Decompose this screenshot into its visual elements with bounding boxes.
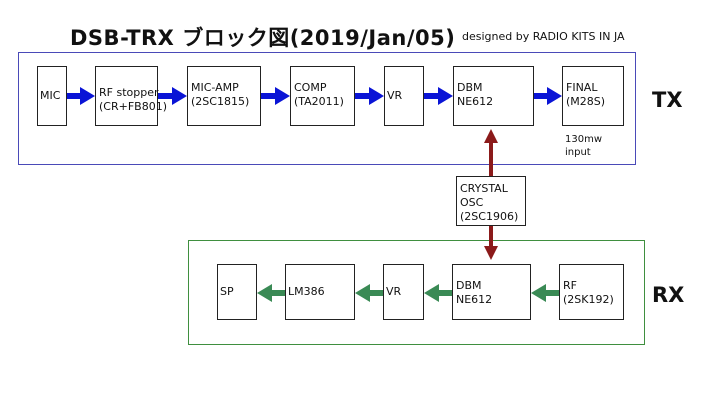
- tx-block-vr: VR: [384, 66, 424, 126]
- rx-block-lm386: LM386: [285, 264, 355, 320]
- osc-arrows: [484, 129, 498, 260]
- tx-arrow: [261, 87, 290, 105]
- block-label: SP: [220, 285, 234, 298]
- osc-to-rx-dbm-arrowhead: [484, 246, 498, 260]
- tx-block-mic: MIC: [37, 66, 67, 126]
- rx-block-rf: RF (2SK192): [559, 264, 624, 320]
- rx-arrow: [424, 284, 452, 302]
- rx-arrows: [257, 284, 559, 302]
- note-line: 130mw: [565, 134, 603, 145]
- tx-block-mic-amp: MIC-AMP (2SC1815): [187, 66, 261, 126]
- rx-label: RX: [652, 283, 685, 307]
- rx-block-vr: VR: [383, 264, 424, 320]
- tx-block-comp: COMP (TA2011): [290, 66, 355, 126]
- block-label: FINAL: [566, 81, 598, 94]
- block-label: MIC: [40, 89, 61, 102]
- osc-to-tx-dbm-arrowhead: [484, 129, 498, 143]
- block-label: VR: [386, 285, 402, 298]
- tx-arrows: [67, 87, 562, 105]
- block-sublabel: NE612: [456, 293, 493, 306]
- block-sublabel: (2SC1815): [191, 95, 250, 108]
- block-label: DBM: [457, 81, 483, 94]
- block-label: COMP: [294, 81, 327, 94]
- block-label: OSC: [460, 196, 484, 209]
- diagram-title: DSB-TRX ブロック図(2019/Jan/05): [70, 26, 456, 50]
- block-label: RF: [563, 279, 577, 292]
- tx-label: TX: [652, 88, 683, 112]
- block-sublabel: NE612: [457, 95, 494, 108]
- tx-block-dbm: DBM NE612: [453, 66, 534, 126]
- designer-credit: designed by RADIO KITS IN JA: [462, 30, 625, 43]
- rx-block-sp: SP: [217, 264, 257, 320]
- rx-arrow: [531, 284, 559, 302]
- tx-arrow: [67, 87, 95, 105]
- rx-arrow: [355, 284, 383, 302]
- rx-section: [188, 240, 645, 345]
- crystal-osc-block: CRYSTAL OSC (2SC1906): [456, 176, 526, 226]
- note-line: input: [565, 147, 591, 158]
- tx-arrow: [158, 87, 187, 105]
- block-label: LM386: [288, 285, 325, 298]
- block-label: MIC-AMP: [191, 81, 239, 94]
- rx-block-dbm: DBM NE612: [452, 264, 531, 320]
- tx-section: [18, 52, 636, 165]
- tx-arrow: [534, 87, 562, 105]
- tx-block-final: FINAL (M28S): [562, 66, 624, 126]
- block-sublabel: (2SK192): [563, 293, 614, 306]
- tx-arrow: [424, 87, 453, 105]
- block-sublabel: (CR+FB801): [99, 100, 167, 113]
- block-label: CRYSTAL: [460, 182, 508, 195]
- block-label: VR: [387, 89, 403, 102]
- block-label: DBM: [456, 279, 482, 292]
- tx-arrow: [355, 87, 384, 105]
- tx-block-rf-stopper: RF stopper (CR+FB801): [95, 66, 167, 126]
- block-sublabel: (TA2011): [294, 95, 344, 108]
- block-sublabel: (2SC1906): [460, 210, 519, 223]
- block-sublabel: (M28S): [566, 95, 606, 108]
- block-label: RF stopper: [99, 86, 159, 99]
- rx-arrow: [257, 284, 285, 302]
- final-input-note: 130mw input: [565, 133, 602, 159]
